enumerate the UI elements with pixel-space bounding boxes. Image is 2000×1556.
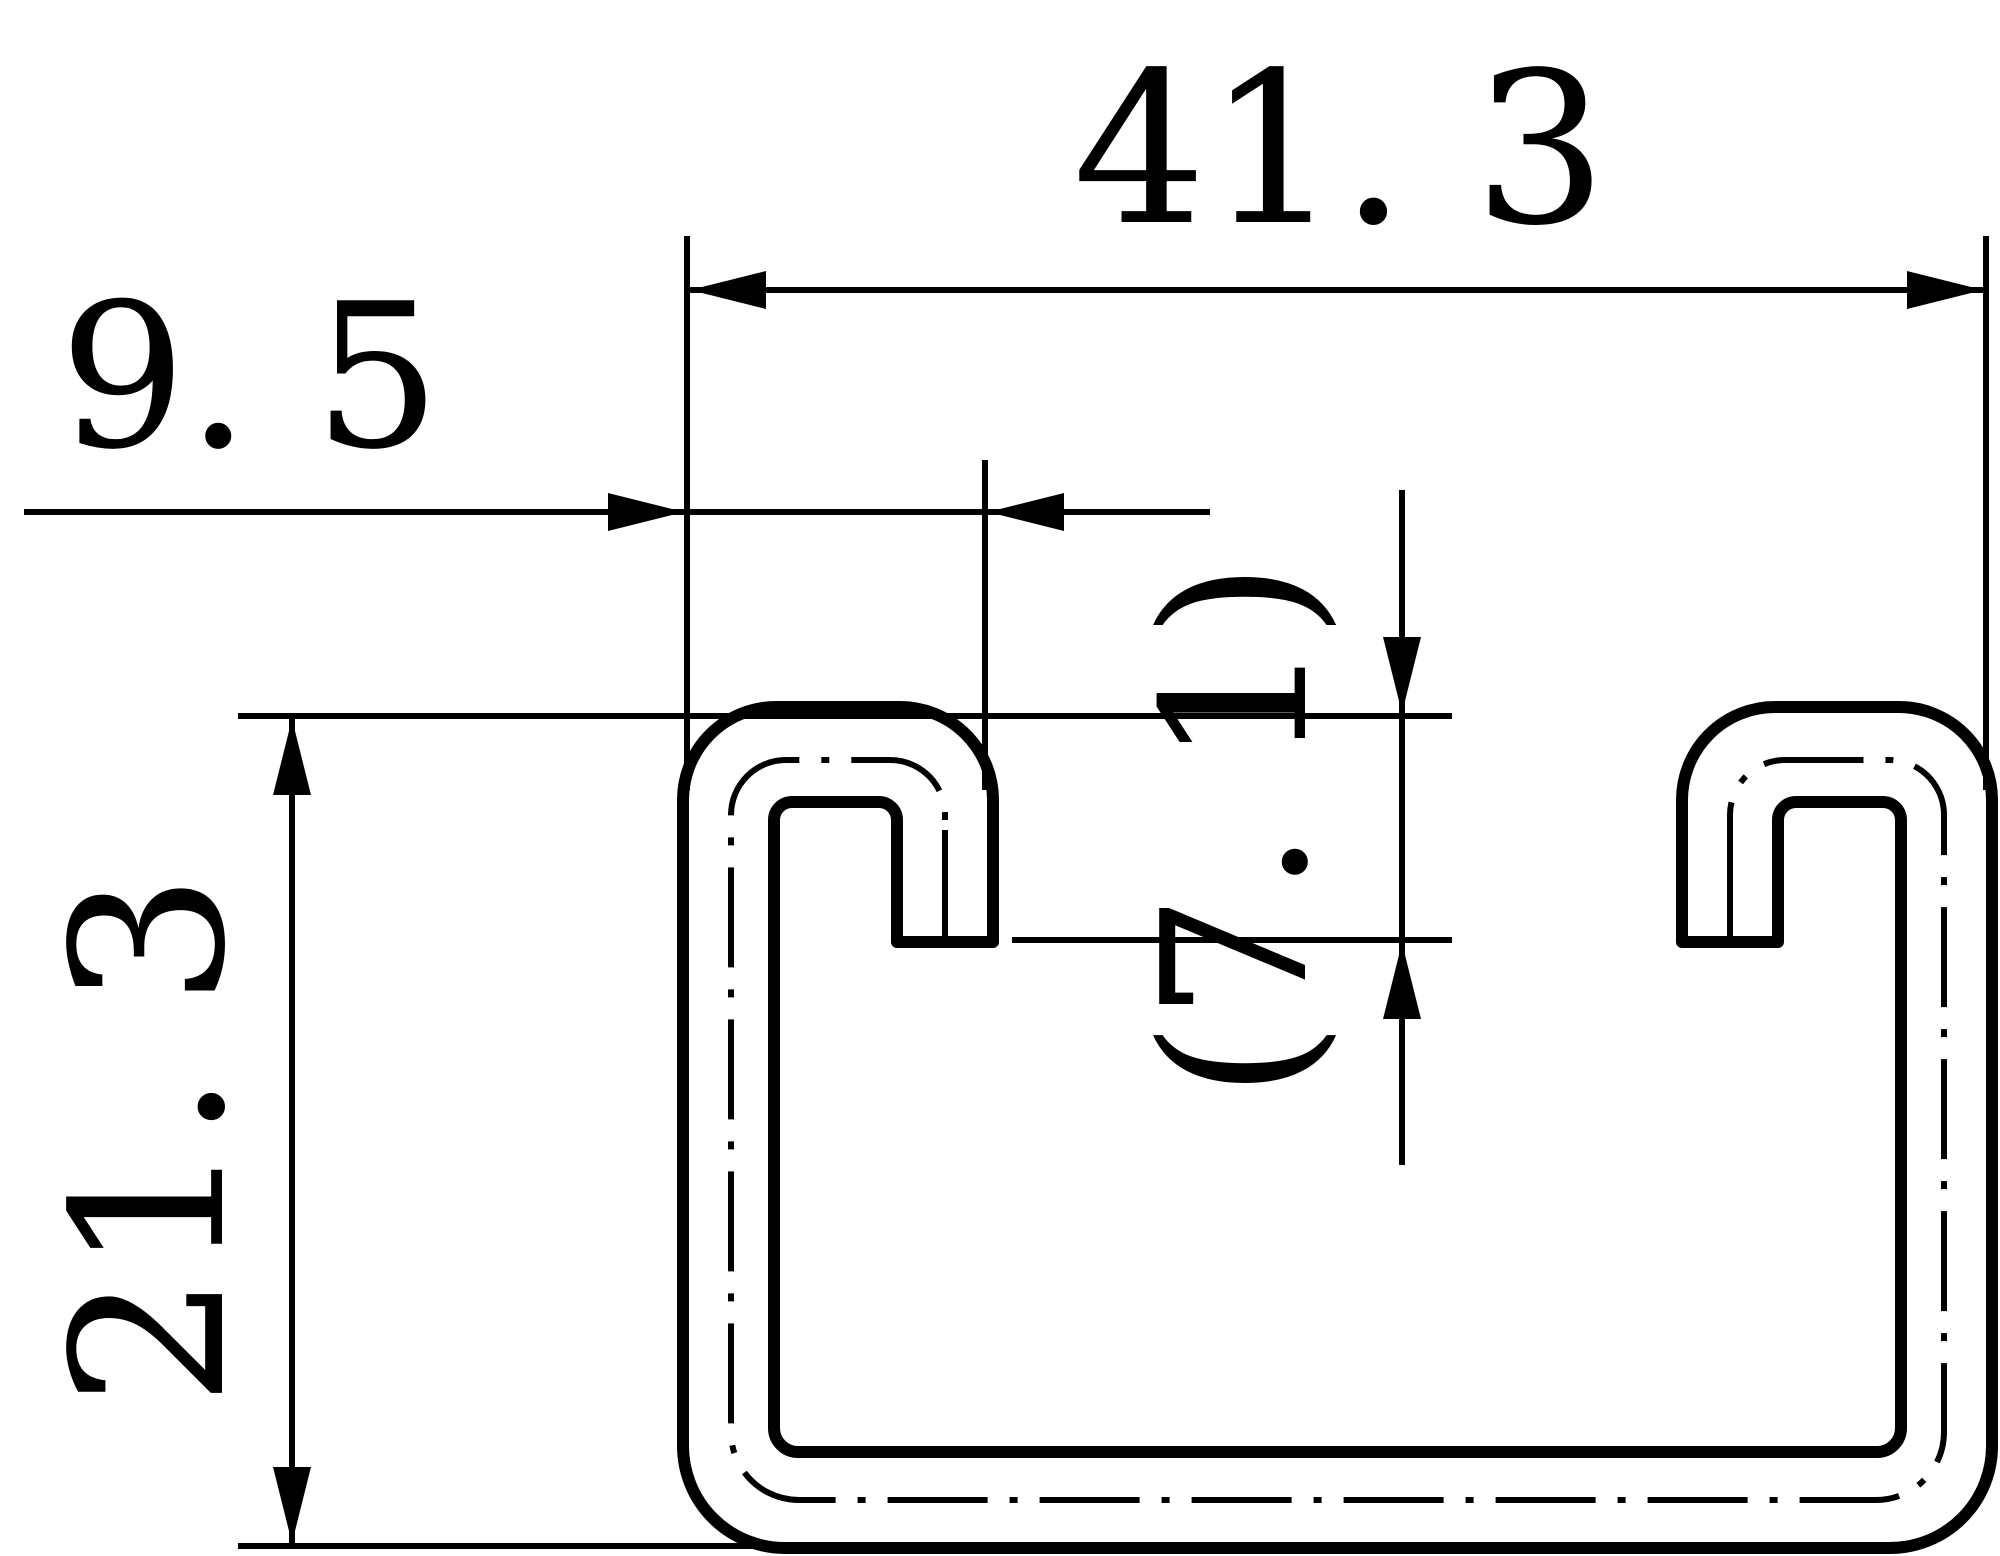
dim-text-slot: (7. 1) <box>1120 561 1353 1099</box>
dimension-slot-depth: (7. 1) <box>1120 490 1421 1165</box>
profile-outer-contour <box>677 701 1998 1554</box>
dimension-overall-height: 21. 3 <box>27 719 311 1543</box>
dim-text-width: 41. 3 <box>1073 27 1607 272</box>
channel-profile <box>677 701 1998 1554</box>
dim-text-lip: 9. 5 <box>59 261 441 494</box>
dimension-overall-width: 41. 3 <box>690 27 1983 309</box>
extension-lines <box>238 236 1989 1549</box>
dimension-lip-offset: 9. 5 <box>24 261 1210 531</box>
dim-text-height: 21. 3 <box>27 873 272 1407</box>
